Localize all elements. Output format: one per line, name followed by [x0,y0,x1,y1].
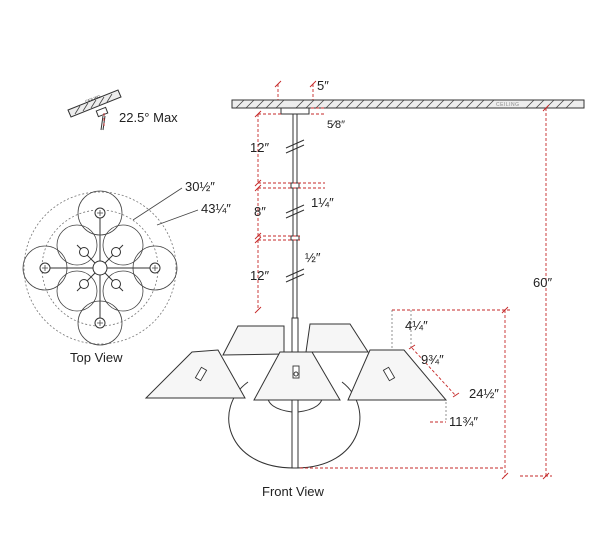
dim-canopy-gap: 5⁄8″ [327,119,345,131]
ceiling: CEILING [231,99,585,109]
dimension-lines [254,80,552,480]
sloped-ceiling-tag: CEILING [85,94,102,104]
dim-shade-bottom: 11¾″ [449,414,478,429]
dim-body-height: 24½″ [469,386,499,401]
dim-stem-1: 12″ [250,140,269,155]
sloped-ceiling-icon: CEILING 22.5° Max [67,89,178,131]
ceiling-tag: CEILING [496,102,520,108]
dim-stem-2: 8″ [254,204,266,219]
front-view-label: Front View [262,484,325,499]
dim-shade-top: 4¼″ [405,318,428,333]
front-view-drawing [144,107,448,469]
max-tilt-label: 22.5° Max [119,110,178,125]
dim-joint-1: 1¼″ [311,195,334,210]
top-view-outer-diameter: 43¼″ [201,201,231,216]
dim-joint-2: ½″ [305,250,321,265]
top-view-label: Top View [70,350,123,365]
dim-overall-height: 60″ [533,275,552,290]
dim-stem-top: 5″ [317,78,329,93]
top-view-inner-diameter: 30½″ [185,179,215,194]
dim-stem-3: 12″ [250,268,269,283]
dim-shade-slant: 9¾″ [421,352,444,367]
top-view-drawing [22,187,199,346]
